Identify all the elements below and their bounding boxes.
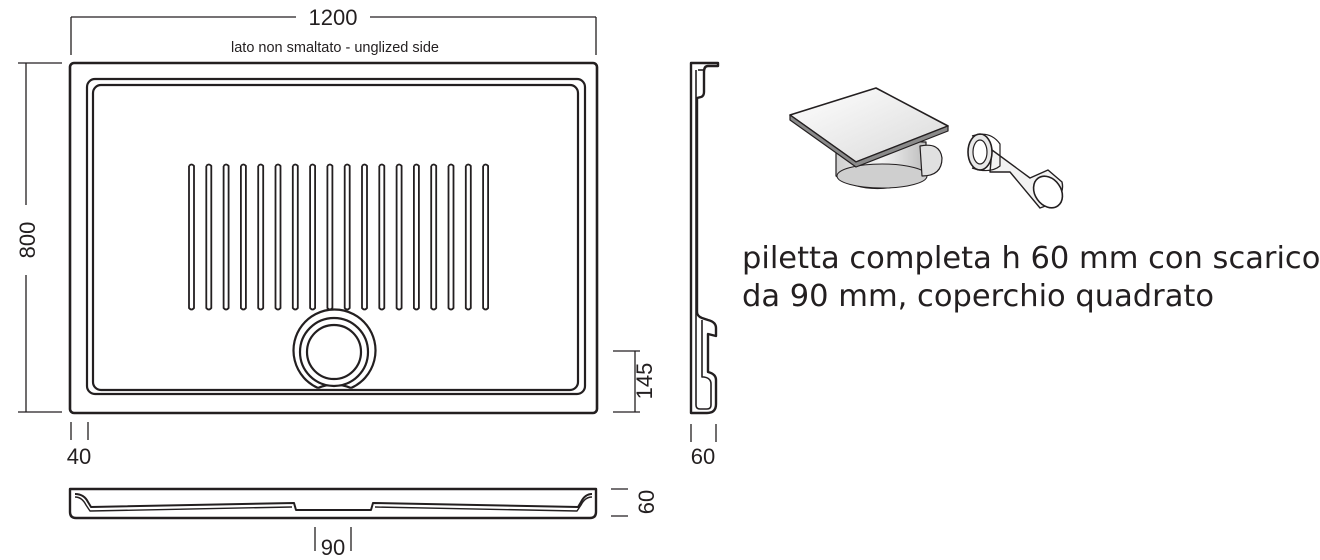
front-height-dimension xyxy=(611,488,628,517)
drain-slot xyxy=(326,163,334,311)
drain-diameter-dimension xyxy=(314,527,352,551)
drain-slot xyxy=(361,163,368,311)
drain-diameter-label: 90 xyxy=(321,535,345,560)
depth-label: 800 xyxy=(15,222,40,259)
border-label: 40 xyxy=(67,444,91,469)
drain-slot xyxy=(430,163,438,311)
drain-offset-label: 145 xyxy=(632,363,657,400)
drain-outlet xyxy=(292,308,377,390)
border-dimension xyxy=(70,422,89,440)
drain-slot xyxy=(343,163,351,311)
width-label: 1200 xyxy=(309,5,358,30)
drain-slot xyxy=(291,163,299,311)
unglazed-side-label: lato non smaltato - unglized side xyxy=(231,40,439,56)
drain-slot xyxy=(240,163,247,311)
tray-side-profile xyxy=(689,61,720,415)
drain-slots xyxy=(188,163,489,311)
drain-slot xyxy=(447,163,455,311)
drain-slot xyxy=(274,163,282,311)
drain-slot xyxy=(378,163,386,311)
drain-kit-illustration xyxy=(789,87,1064,209)
drain-slot xyxy=(188,163,195,311)
tray-front-profile xyxy=(68,487,598,520)
drain-kit-caption: piletta completa h 60 mm con scarico da … xyxy=(742,240,1320,316)
front-height-label: 60 xyxy=(634,490,659,514)
side-height-label: 60 xyxy=(691,444,715,469)
drain-slot xyxy=(222,163,230,311)
depth-dimension xyxy=(18,62,62,413)
drain-slot xyxy=(205,163,213,311)
drain-offset-dimension xyxy=(613,350,640,413)
drain-slot xyxy=(482,163,489,311)
drain-slot xyxy=(413,163,420,311)
caption-line-2: da 90 mm, coperchio quadrato xyxy=(742,279,1215,314)
width-dimension xyxy=(70,16,597,55)
drain-slot xyxy=(257,163,265,311)
drain-slot xyxy=(395,163,403,311)
tray-plan-view xyxy=(68,61,599,415)
caption-line-1: piletta completa h 60 mm con scarico xyxy=(742,241,1320,276)
side-height-dimension xyxy=(690,424,717,442)
drain-slot xyxy=(309,163,316,311)
drain-slot xyxy=(464,163,472,311)
drain-elbow-pipe xyxy=(967,133,1064,209)
